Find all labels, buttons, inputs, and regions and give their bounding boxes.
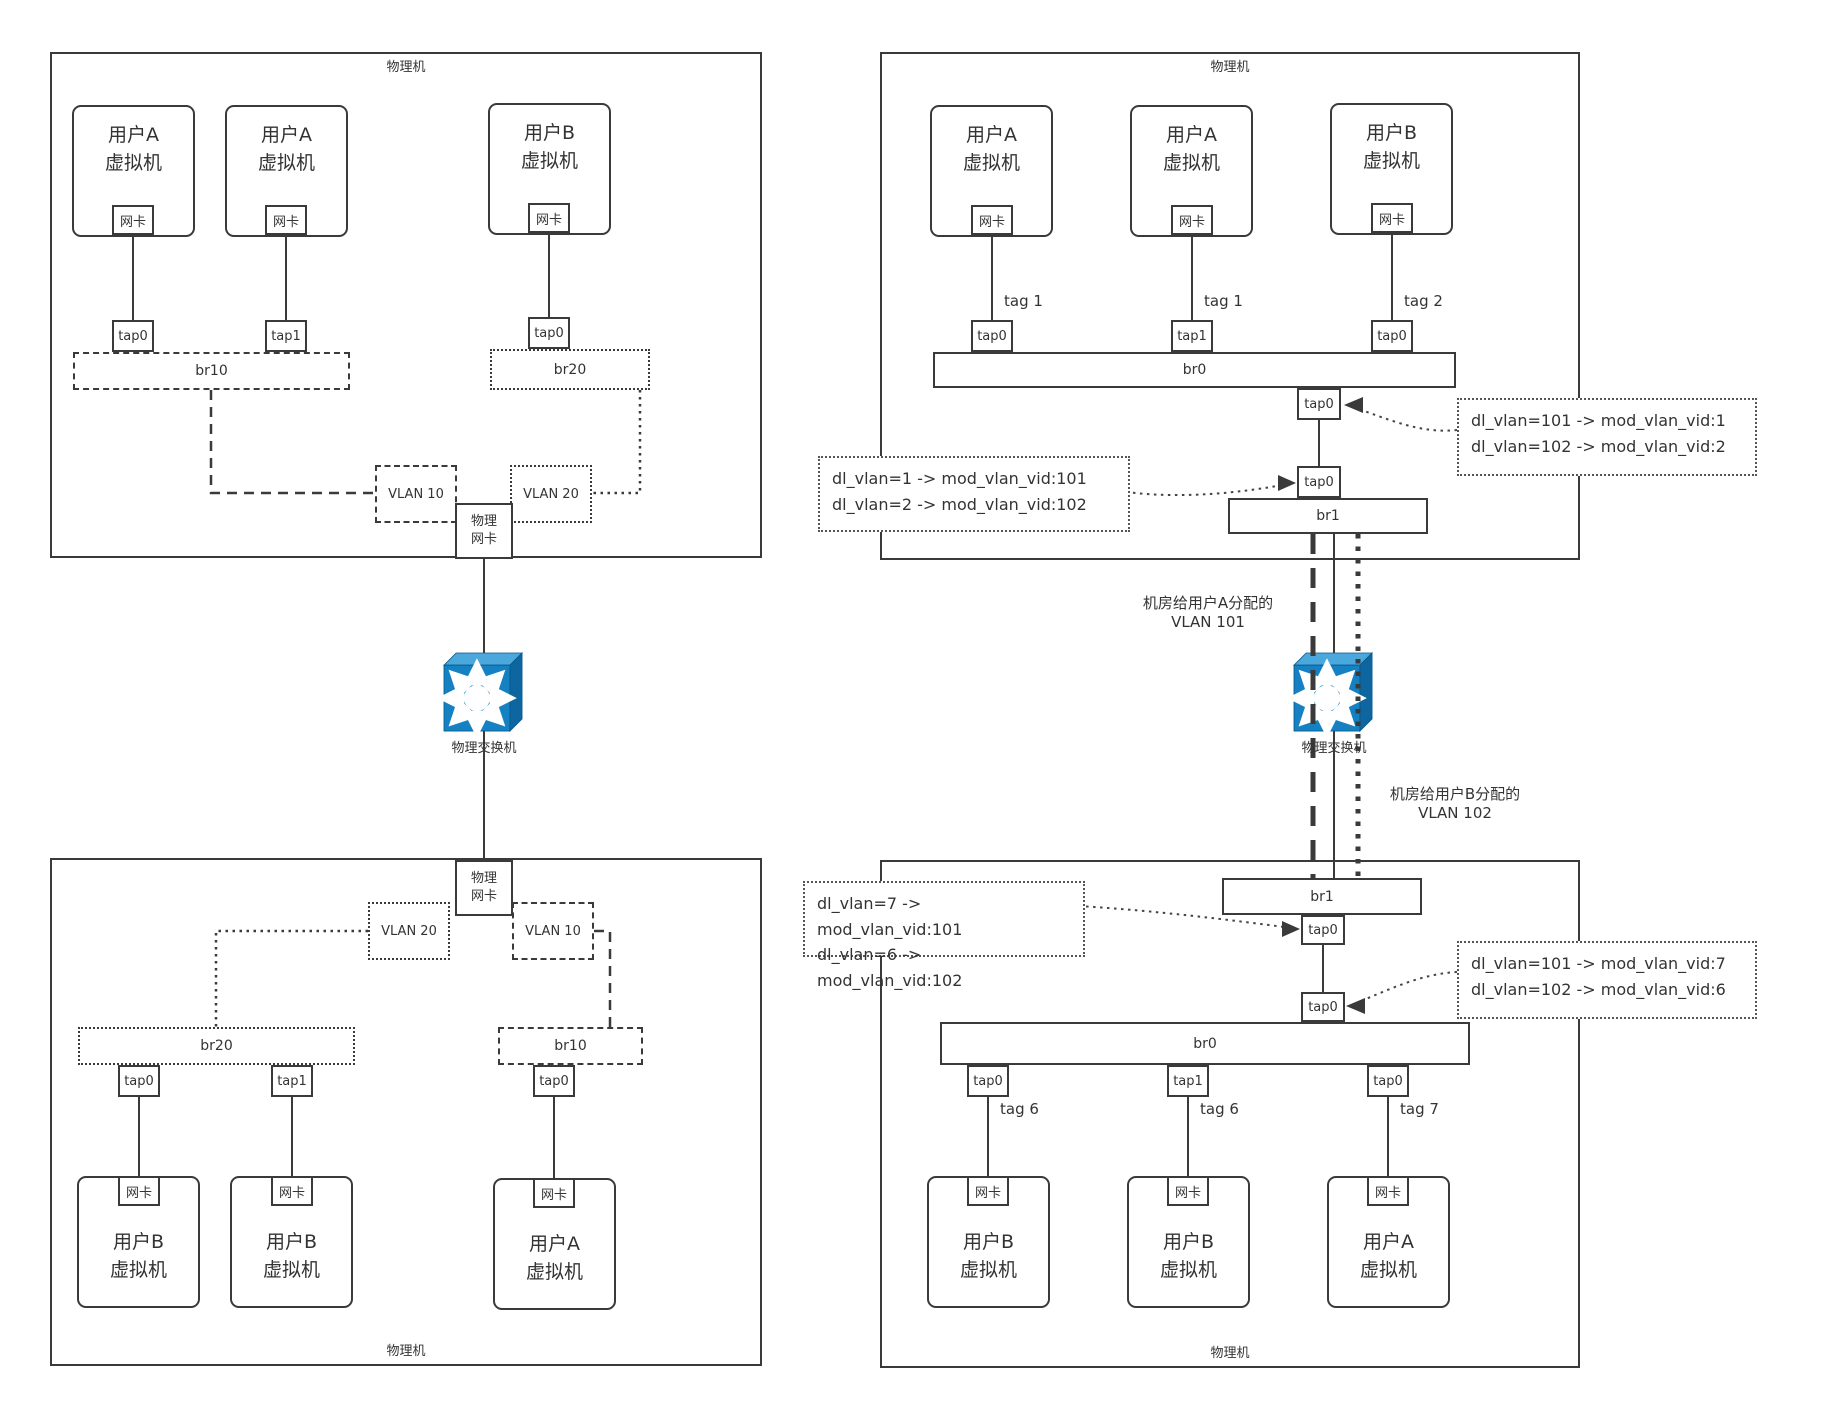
nic-box: 网卡: [1367, 1176, 1409, 1206]
tap-box: tap1: [271, 1065, 313, 1097]
nic-box: 网卡: [533, 1178, 575, 1208]
tag-label: tag 1: [1204, 292, 1243, 310]
vlan20-box: VLAN 20: [510, 465, 592, 523]
vlan20-dotted-connector-bottom: [214, 929, 368, 1027]
vlan102-assignment-note: 机房给用户B分配的 VLAN 102: [1389, 785, 1521, 822]
physical-nic-box: 物理 网卡: [455, 860, 513, 916]
bridge-bar-br20: br20: [490, 349, 650, 390]
patch-tap-upper: tap0: [1301, 915, 1345, 945]
vlan20-box: VLAN 20: [368, 902, 450, 960]
tap-box: tap0: [1371, 320, 1413, 352]
host-box-left-top: [50, 52, 762, 558]
tap-box: tap0: [533, 1065, 575, 1097]
nic-box: 网卡: [265, 205, 307, 235]
bridge-bar-br10: br10: [73, 352, 350, 390]
bridge-bar-br20: br20: [78, 1027, 355, 1065]
tag-label: tag 6: [1200, 1100, 1239, 1118]
tag-label: tag 1: [1004, 292, 1043, 310]
nic-box: 网卡: [528, 203, 570, 233]
right-diagram-lines: [987, 233, 1393, 1176]
tap-box: tap0: [112, 320, 154, 352]
bridge-bar-br0: br0: [933, 352, 1456, 388]
host-box-right-top: [880, 52, 1580, 560]
tap-box: tap1: [1167, 1065, 1209, 1097]
bridge-bar-br1: br1: [1222, 878, 1422, 915]
tag-label: tag 7: [1400, 1100, 1439, 1118]
nic-box: 网卡: [271, 1176, 313, 1206]
bridge-bar-br0: br0: [940, 1022, 1470, 1065]
tap-box: tap0: [971, 320, 1013, 352]
host-box-right-bottom: [880, 860, 1580, 1368]
tap-box: tap1: [1171, 320, 1213, 352]
tap-box: tap1: [265, 320, 307, 352]
bridge-bar-br10: br10: [498, 1027, 643, 1065]
host-box-left-bottom: [50, 858, 762, 1366]
patch-tap-upper: tap0: [1297, 388, 1341, 420]
nic-box: 网卡: [967, 1176, 1009, 1206]
host-title-left-top: 物理机: [386, 60, 426, 75]
vm-box-userB-1: 用户B 虚拟机: [927, 1176, 1050, 1308]
tap-box: tap0: [967, 1065, 1009, 1097]
patch-tap-lower: tap0: [1297, 466, 1341, 498]
host-title-left-bottom: 物理机: [386, 1344, 426, 1359]
tag-label: tag 2: [1404, 292, 1443, 310]
host-title-right-top: 物理机: [1210, 60, 1250, 75]
physical-switch-right-label: 物理交换机: [1301, 741, 1367, 756]
flow-note-arrows: [1078, 397, 1458, 1014]
flow-note-right-bottom: dl_vlan=101 -> mod_vlan_vid:7 dl_vlan=10…: [1457, 941, 1757, 1019]
patch-tap-lower: tap0: [1301, 992, 1345, 1022]
flow-note-right-top: dl_vlan=101 -> mod_vlan_vid:1 dl_vlan=10…: [1457, 398, 1757, 476]
vm-box-userA-2: 用户A 虚拟机: [225, 105, 348, 237]
host-title-right-bottom: 物理机: [1210, 1346, 1250, 1361]
vlan10-dashed-connector-bottom: [594, 929, 612, 1027]
vlan10-box: VLAN 10: [512, 902, 594, 960]
physical-switch-left-icon: [444, 653, 522, 731]
flow-note-left-bottom: dl_vlan=7 -> mod_vlan_vid:101 dl_vlan=6 …: [803, 881, 1085, 990]
nic-box: 网卡: [112, 205, 154, 235]
tap-box: tap0: [528, 317, 570, 349]
tag-label: tag 6: [1000, 1100, 1039, 1118]
physical-switch-left-label: 物理交换机: [451, 741, 517, 756]
nic-box: 网卡: [1167, 1176, 1209, 1206]
nic-box: 网卡: [118, 1176, 160, 1206]
flow-note-left-top: dl_vlan=1 -> mod_vlan_vid:101 dl_vlan=2 …: [818, 456, 1130, 532]
nic-box: 网卡: [1371, 203, 1413, 233]
bridge-bar-br1: br1: [1228, 498, 1428, 534]
physical-switch-right-icon: [1294, 653, 1372, 731]
vlan20-dotted-connector-top: [592, 390, 642, 495]
tap-box: tap0: [118, 1065, 160, 1097]
vlan10-box: VLAN 10: [375, 465, 457, 523]
nic-box: 网卡: [1171, 205, 1213, 235]
vlan101-assignment-note: 机房给用户A分配的 VLAN 101: [1142, 594, 1274, 631]
vlan10-dashed-connector-top: [209, 390, 375, 495]
tap-box: tap0: [1367, 1065, 1409, 1097]
physical-nic-box: 物理 网卡: [455, 503, 513, 559]
nic-box: 网卡: [971, 205, 1013, 235]
